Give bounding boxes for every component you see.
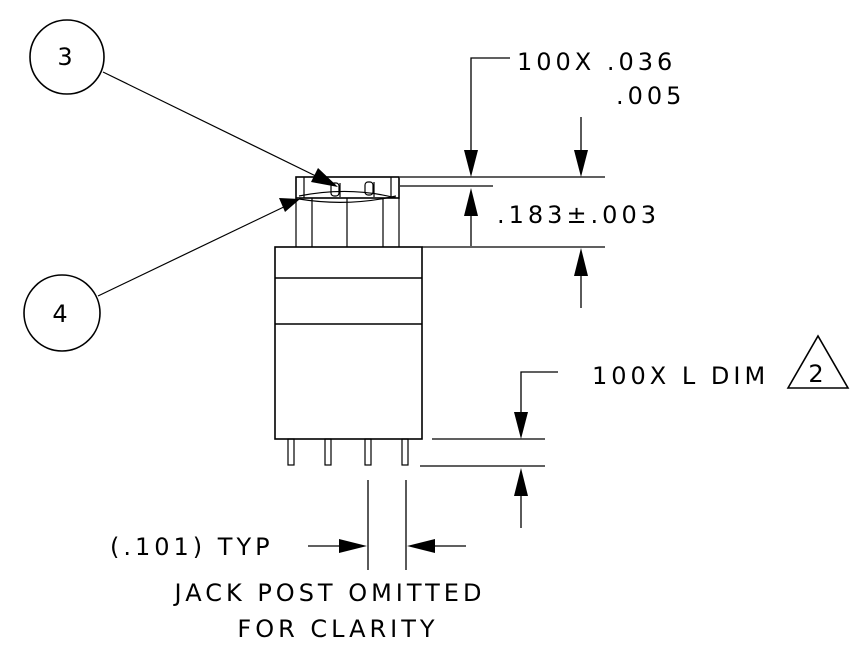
leader-3 [102, 71, 338, 187]
extension-lines-top [400, 176, 605, 248]
balloon-4-label: 4 [52, 300, 71, 328]
dimension-top-count: 100X .036 .005 [464, 48, 685, 177]
dim-count-bottom: 100X L DIM [592, 362, 769, 390]
clarity-note: JACK POST OMITTED FOR CLARITY [173, 579, 486, 643]
dimension-height: .183±.003 [464, 188, 660, 308]
balloon-4: 4 [23, 274, 101, 352]
connector-pins [287, 438, 409, 466]
dim-count-top-2: .005 [616, 82, 685, 110]
dim-height: .183±.003 [497, 201, 660, 229]
note-line-2: FOR CLARITY [237, 615, 438, 643]
note-line-1: JACK POST OMITTED [173, 579, 486, 607]
note-ref-triangle: 2 [808, 360, 823, 388]
balloon-3-label: 3 [57, 43, 76, 71]
dimension-pin-length: 100X L DIM 2 [420, 334, 850, 528]
dim-pitch: (.101) TYP [110, 533, 274, 561]
balloon-3: 3 [29, 19, 105, 95]
dimension-pitch: (.101) TYP [110, 480, 466, 570]
connector-body [274, 176, 423, 440]
leader-4 [97, 198, 300, 297]
dim-count-top: 100X .036 [517, 48, 676, 76]
